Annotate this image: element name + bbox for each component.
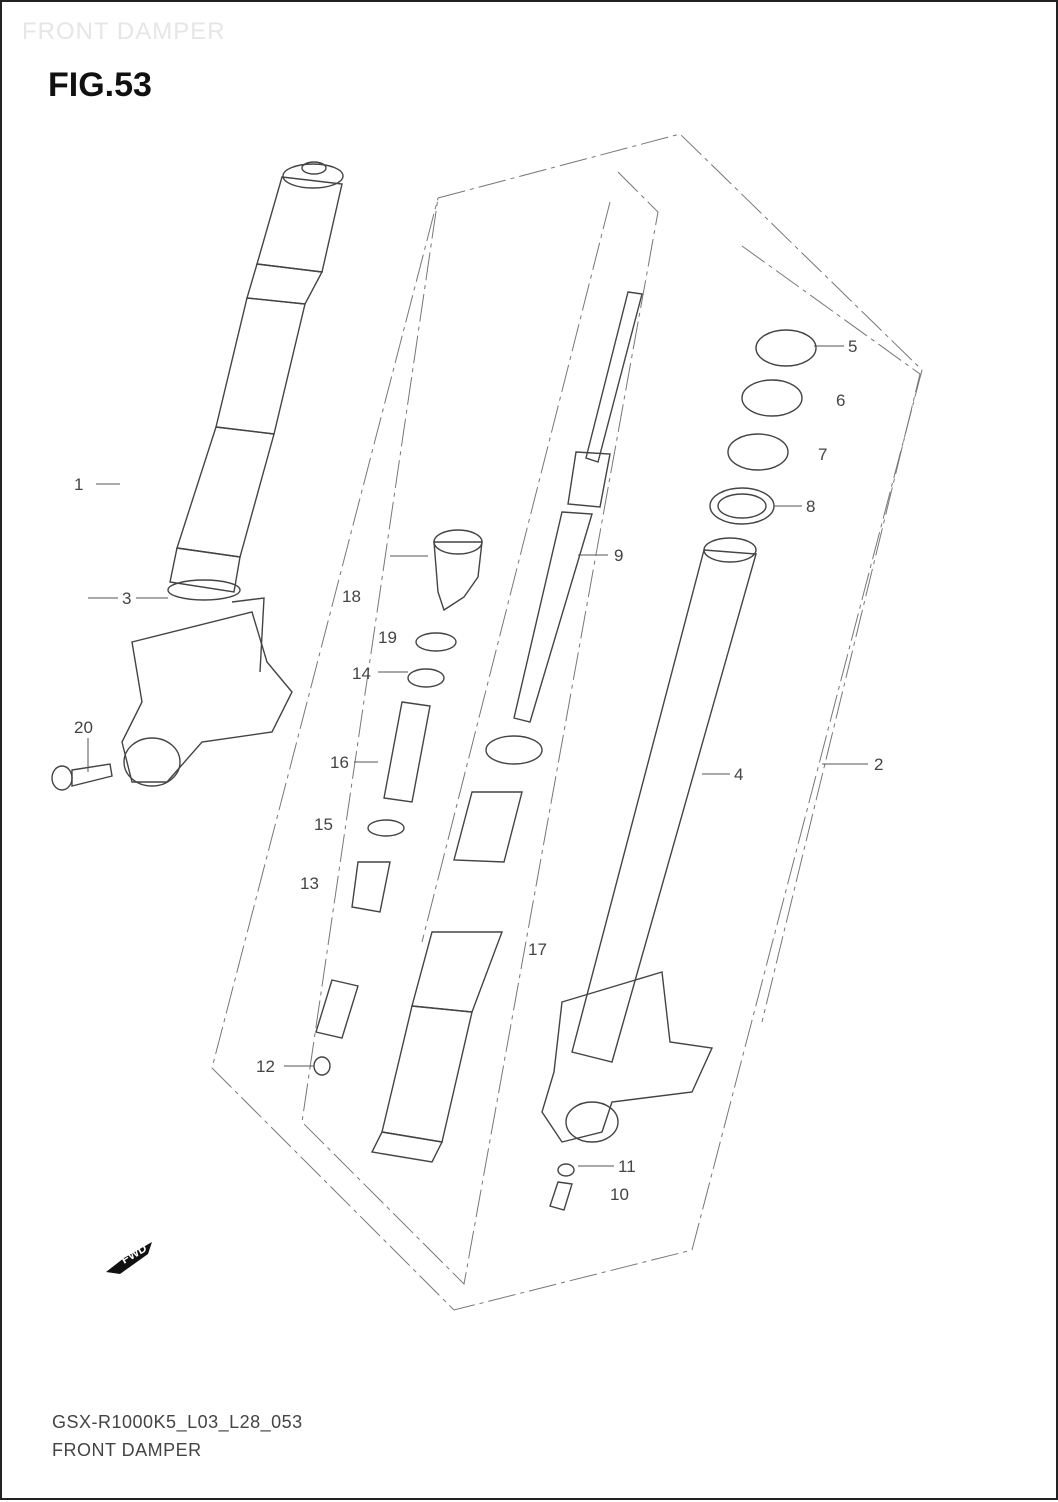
left-fork-assembly [121, 161, 344, 787]
callout-6: 6 [836, 391, 845, 410]
callout-2: 2 [874, 755, 883, 774]
forward-arrow-icon: FWD [106, 1241, 152, 1274]
callout-16: 16 [330, 753, 349, 772]
damper-cartridge-parts [313, 529, 483, 1076]
callout-17: 17 [528, 940, 547, 959]
seal-stack-5-8 [709, 329, 817, 525]
callout-13: 13 [300, 874, 319, 893]
damper-rod-9 [370, 291, 643, 1163]
bolt-20 [51, 763, 113, 791]
callout-3: 3 [122, 589, 131, 608]
page-watermark: FRONT DAMPER [22, 18, 226, 45]
callout-10: 10 [610, 1185, 629, 1204]
callout-18: 18 [342, 587, 361, 606]
callout-14: 14 [352, 664, 371, 683]
callout-8: 8 [806, 497, 815, 516]
right-fork-bottom [541, 971, 714, 1211]
callouts: 1 2 3 4 5 6 7 8 9 10 11 12 13 14 [74, 337, 883, 1204]
frame-inner [301, 171, 921, 1286]
figure-title: FIG.53 [48, 66, 152, 104]
callout-12: 12 [256, 1057, 275, 1076]
callout-11: 11 [618, 1157, 636, 1176]
outer-tube-4 [571, 537, 757, 1063]
diagram-name: FRONT DAMPER [52, 1440, 202, 1460]
callout-5: 5 [848, 337, 857, 356]
diagram-code: GSX-R1000K5_L03_L28_053 [52, 1412, 303, 1432]
frame-outer [211, 133, 923, 1311]
callout-4: 4 [734, 765, 743, 784]
callout-1: 1 [74, 475, 83, 494]
callout-19: 19 [378, 628, 397, 647]
callout-20: 20 [74, 718, 93, 737]
callout-15: 15 [314, 815, 333, 834]
callout-7: 7 [818, 445, 827, 464]
callout-9: 9 [614, 546, 623, 565]
